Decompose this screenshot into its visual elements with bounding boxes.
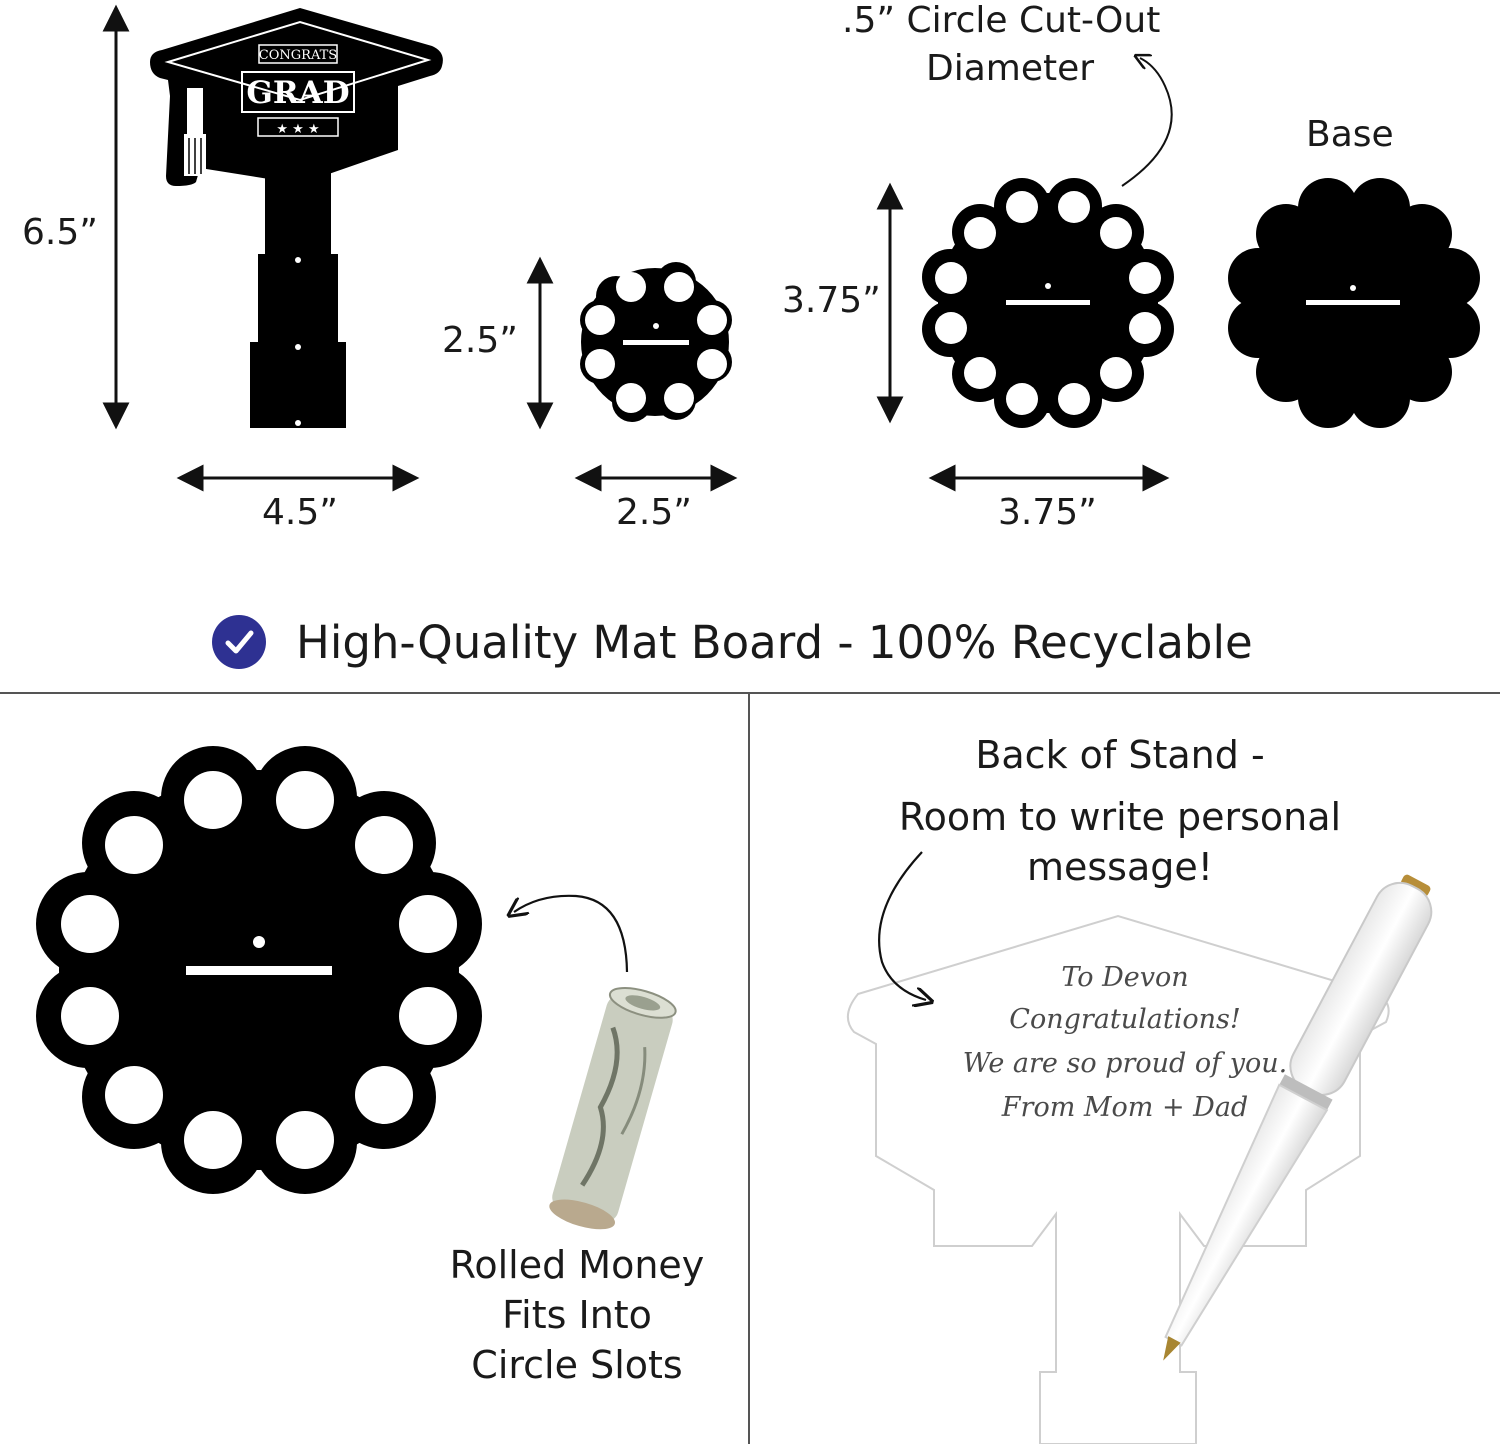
caption-line1: Rolled Money	[449, 1243, 705, 1287]
cutout-curve-arrow	[1121, 58, 1173, 187]
large-scalloped-piece	[922, 178, 1174, 428]
grad-cap-piece	[150, 8, 443, 428]
caption-line2: Fits Into	[502, 1293, 652, 1337]
cutout-label-line2: Diameter	[926, 48, 1095, 89]
small-scalloped-piece	[580, 262, 732, 422]
back-title-line1: Back of Stand -	[975, 733, 1265, 777]
message-line4: From Mom + Dad	[1001, 1092, 1249, 1123]
message-line3: We are so proud of you.	[962, 1048, 1288, 1079]
feature-line: High-Quality Mat Board - 100% Recyclable	[212, 612, 1253, 672]
message-line2: Congratulations!	[1009, 1004, 1241, 1035]
cap-width-label: 4.5”	[262, 492, 338, 533]
vertical-divider	[748, 694, 750, 1444]
cap-stars-text: ★ ★ ★	[276, 122, 319, 137]
message-line1: To Devon	[1061, 962, 1189, 993]
feature-text: High-Quality Mat Board - 100% Recyclable	[296, 615, 1253, 669]
message-curve-arrow	[878, 851, 926, 1000]
base-label: Base	[1306, 114, 1394, 155]
large-demo-piece	[36, 746, 482, 1194]
back-of-stand-piece	[847, 914, 1390, 1444]
money-curve-arrow	[514, 894, 629, 973]
horizontal-divider	[0, 692, 1500, 694]
back-title-line3: message!	[1026, 845, 1213, 889]
caption-line3: Circle Slots	[471, 1343, 683, 1387]
cutout-label-line1: .5” Circle Cut-Out	[842, 0, 1161, 41]
back-title-line2: Room to write personal	[898, 795, 1342, 839]
small-width-label: 2.5”	[616, 492, 692, 533]
rolled-money-image	[549, 987, 677, 1230]
check-circle-icon	[212, 615, 266, 669]
large-height-label: 3.75”	[782, 280, 881, 321]
cap-height-label: 6.5”	[22, 212, 98, 253]
small-height-label: 2.5”	[442, 320, 518, 361]
cap-grad-text: GRAD	[246, 75, 349, 111]
large-width-label: 3.75”	[998, 492, 1097, 533]
cap-congrats-text: CONGRATS	[259, 48, 337, 63]
base-piece	[1228, 178, 1480, 428]
pen-icon	[1163, 874, 1433, 1361]
